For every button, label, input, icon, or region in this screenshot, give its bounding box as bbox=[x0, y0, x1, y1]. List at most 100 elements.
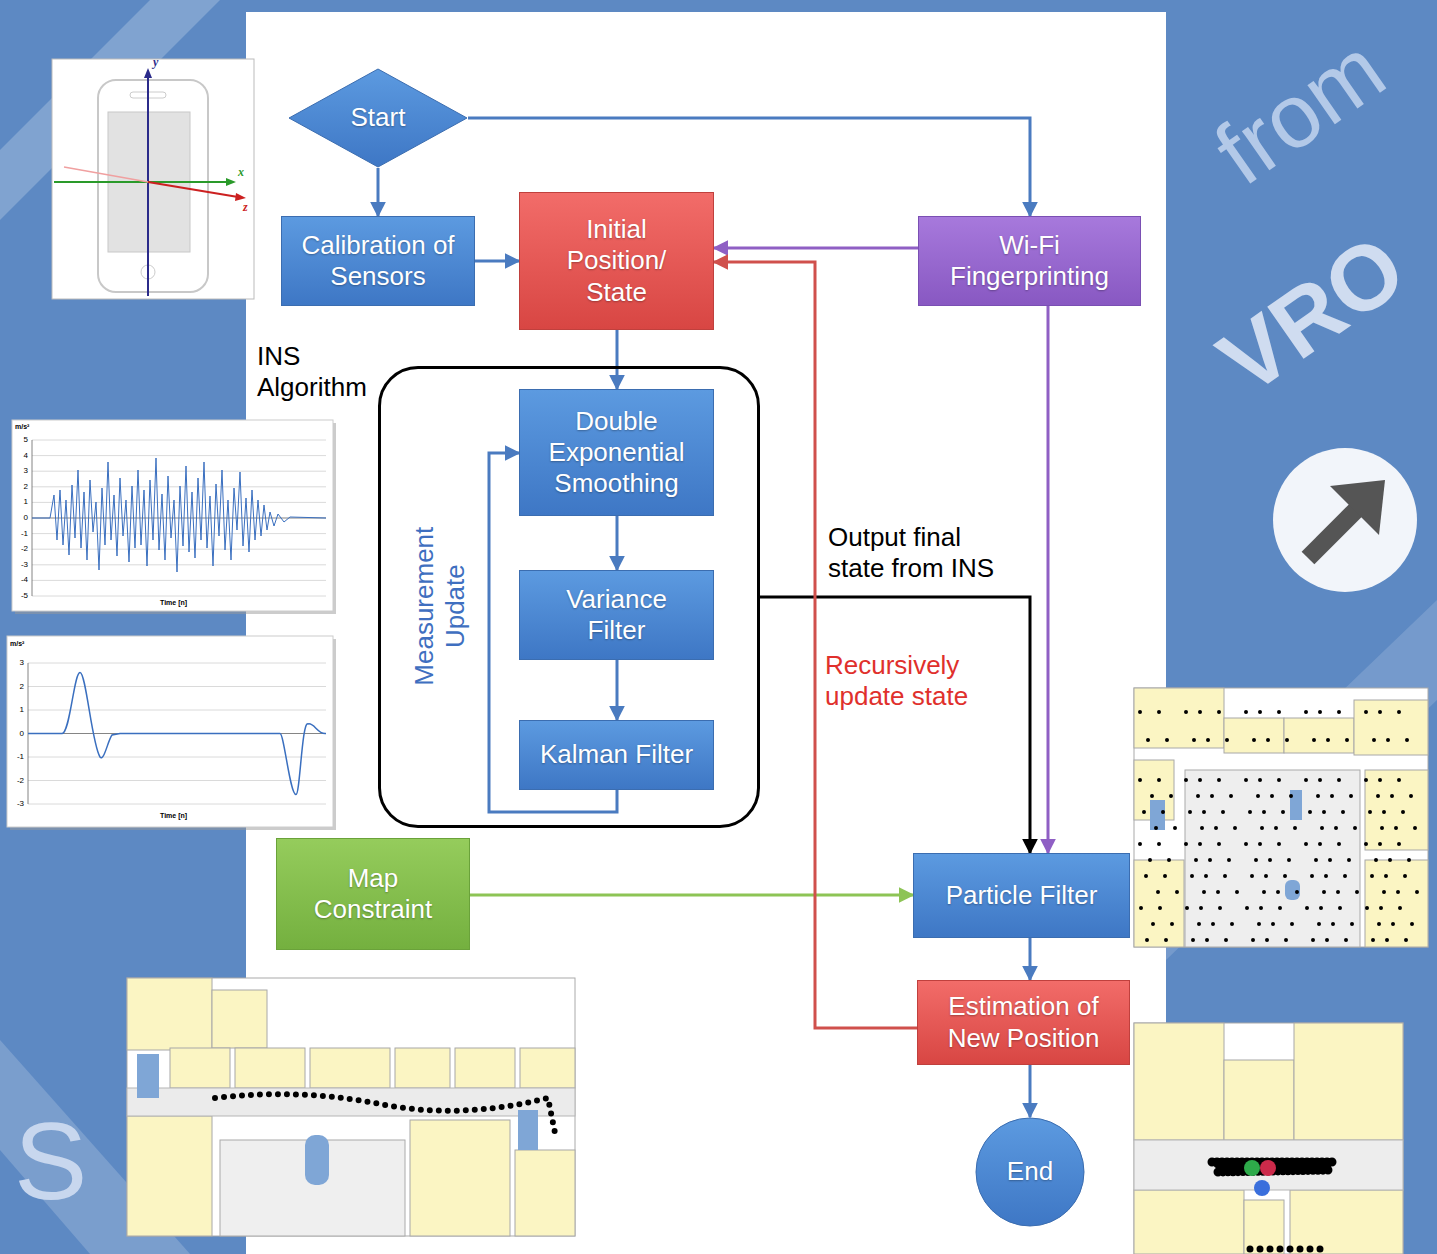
chart-panel bbox=[12, 420, 333, 611]
axis-head bbox=[235, 193, 246, 201]
node-label: Double Exponential Smoothing bbox=[534, 406, 699, 500]
flow-arrow bbox=[377, 168, 380, 216]
room bbox=[455, 1048, 515, 1088]
chart-label: 5 bbox=[12, 435, 28, 444]
rooms bbox=[1134, 688, 1428, 947]
chart-label: Time [n] bbox=[160, 599, 200, 607]
room bbox=[1224, 718, 1284, 753]
flow-arrow bbox=[616, 330, 619, 389]
room bbox=[1284, 718, 1354, 753]
room bbox=[1134, 1023, 1224, 1140]
room bbox=[1354, 700, 1428, 755]
node-label: INS Algorithm bbox=[257, 341, 382, 403]
flow-arrow bbox=[714, 262, 917, 1028]
phone-axes-figure bbox=[52, 59, 254, 299]
state-box: Estimation of New Position bbox=[917, 980, 1130, 1065]
chart-panel bbox=[7, 636, 333, 827]
room bbox=[1134, 860, 1184, 947]
constraint-box: Map Constraint bbox=[276, 838, 470, 950]
chart-label: m/s² bbox=[10, 640, 40, 648]
particle-dots bbox=[215, 1094, 556, 1138]
truth-dot bbox=[1260, 1160, 1276, 1176]
particle-dots bbox=[1140, 712, 1425, 940]
flow-arrow bbox=[616, 660, 619, 720]
chart-label: 1 bbox=[12, 497, 28, 506]
gridlines bbox=[32, 440, 326, 596]
chart-label: 0 bbox=[12, 513, 28, 522]
room bbox=[1134, 1190, 1244, 1254]
start-diamond: Start bbox=[288, 68, 468, 168]
room bbox=[395, 1048, 450, 1088]
corridor bbox=[127, 1088, 575, 1116]
room bbox=[1365, 860, 1428, 947]
logo-circle bbox=[1273, 448, 1417, 592]
map-panel bbox=[127, 978, 575, 1236]
converged-map bbox=[1134, 1023, 1403, 1254]
room bbox=[1290, 1190, 1403, 1254]
corridor bbox=[1134, 1140, 1403, 1190]
chart-axes bbox=[32, 440, 326, 596]
axis-name: z bbox=[243, 201, 252, 215]
room bbox=[127, 1116, 212, 1236]
node-label: Variance Filter bbox=[534, 584, 699, 646]
chart-axes bbox=[28, 663, 326, 804]
axis-name: y bbox=[153, 56, 163, 70]
z-axis-back bbox=[64, 167, 148, 182]
chart-label: 2 bbox=[8, 682, 24, 691]
chart-label: -5 bbox=[12, 591, 28, 600]
room bbox=[1294, 1023, 1403, 1140]
stair bbox=[1285, 880, 1300, 900]
chart-label: -4 bbox=[12, 575, 28, 584]
chart-label: Time [n] bbox=[160, 812, 200, 820]
diamond-shape bbox=[289, 69, 467, 167]
white-panel bbox=[246, 12, 1166, 1254]
stair bbox=[137, 1054, 159, 1098]
room bbox=[1365, 770, 1428, 850]
flow-arrow bbox=[1047, 306, 1050, 853]
node-label: Initial Position/ State bbox=[534, 214, 699, 308]
flow-arrow bbox=[470, 894, 913, 897]
stair bbox=[1150, 800, 1165, 830]
edge-label: Output final state from INS bbox=[828, 522, 1018, 584]
chart-label: -3 bbox=[8, 799, 24, 808]
map-panel bbox=[1134, 1023, 1403, 1254]
map-panel bbox=[1134, 688, 1428, 947]
node-label: Particle Filter bbox=[946, 880, 1098, 911]
room bbox=[170, 1048, 230, 1088]
signal-line bbox=[32, 458, 326, 572]
end-circle: End bbox=[975, 1117, 1085, 1227]
chart-label: 3 bbox=[8, 658, 24, 667]
axis-name: x bbox=[238, 166, 248, 180]
flow-arrow bbox=[714, 247, 918, 250]
flow-arrow bbox=[1029, 1065, 1032, 1117]
filtered-acceleration-chart bbox=[7, 636, 336, 830]
edge-label: Measurement Update bbox=[409, 521, 471, 691]
flow-arrow bbox=[760, 597, 1030, 853]
node-label: Kalman Filter bbox=[540, 739, 693, 770]
y-axis bbox=[147, 76, 149, 296]
chart-label: 1 bbox=[8, 705, 24, 714]
chart-label: -1 bbox=[8, 752, 24, 761]
state-box: Initial Position/ State bbox=[519, 192, 714, 330]
particle-dots bbox=[1250, 1246, 1330, 1253]
room bbox=[127, 978, 212, 1050]
watermark: VRO bbox=[1201, 216, 1423, 414]
chart-label: m/s² bbox=[15, 423, 45, 431]
chart-label: 3 bbox=[12, 466, 28, 475]
z-axis bbox=[148, 182, 238, 197]
node-label: Start bbox=[351, 102, 406, 133]
rooms bbox=[127, 978, 575, 1236]
process-box: Double Exponential Smoothing bbox=[519, 389, 714, 516]
particle-spread-map bbox=[1134, 688, 1428, 947]
room bbox=[1224, 1060, 1294, 1140]
chart-label: -3 bbox=[12, 560, 28, 569]
room bbox=[410, 1120, 510, 1236]
room bbox=[310, 1048, 390, 1088]
axis-head bbox=[144, 68, 152, 78]
flow-arrow bbox=[475, 260, 519, 263]
chart-label: 2 bbox=[12, 482, 28, 491]
process-box: Calibration of Sensors bbox=[281, 216, 475, 306]
node-label: Map Constraint bbox=[291, 863, 455, 925]
